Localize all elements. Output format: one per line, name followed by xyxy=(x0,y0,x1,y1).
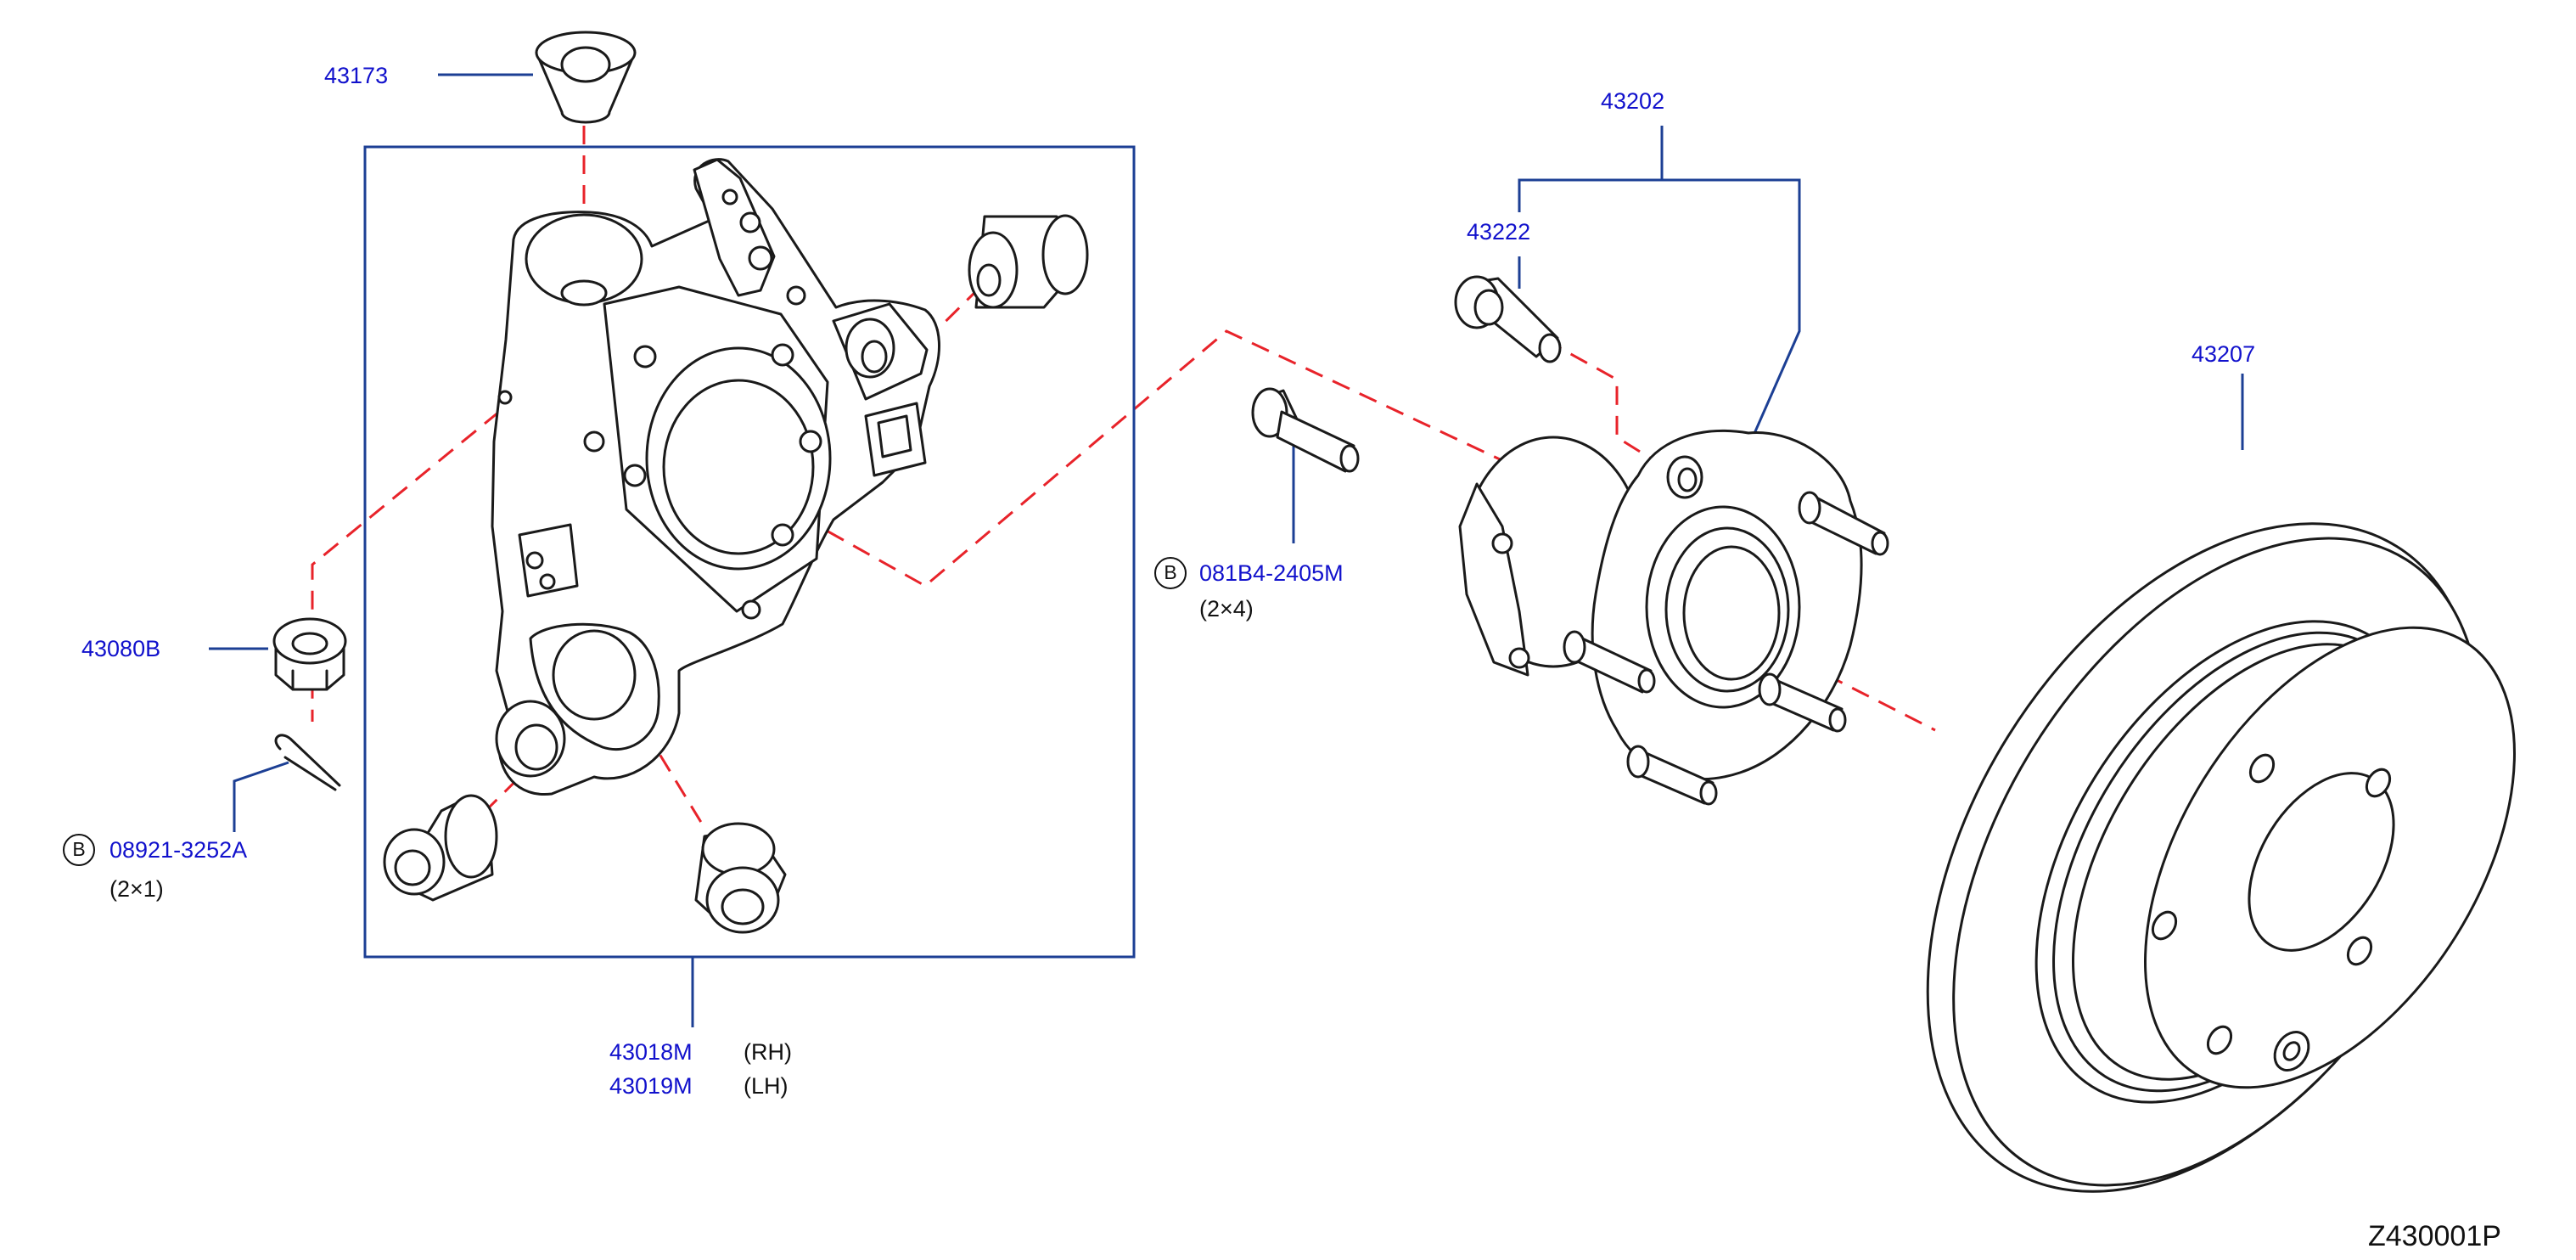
callout-43080b: 43080B xyxy=(81,636,161,661)
wheel-stud-43222 xyxy=(1454,275,1562,363)
callout-43173: 43173 xyxy=(324,63,389,88)
leader-lines xyxy=(209,73,2244,1027)
callout-43207: 43207 xyxy=(2192,341,2256,367)
callout-43222: 43222 xyxy=(1467,219,1531,245)
castle-nut-43080b xyxy=(272,617,347,691)
centerline-43080b xyxy=(311,410,500,722)
hub-bolt-quantity: (2×4) xyxy=(1199,596,1254,622)
knuckle-group-bracket xyxy=(363,145,1136,959)
diagram-code: Z430001P xyxy=(2368,1220,2501,1252)
centerline-43222 xyxy=(1544,338,1652,460)
callout-cotter-pin: 08921-3252A xyxy=(109,837,248,863)
side-rh: (RH) xyxy=(744,1039,792,1065)
hub-bearing-assembly-43202 xyxy=(1458,429,1889,806)
callout-43202: 43202 xyxy=(1601,88,1665,114)
hub-bolt-081b4 xyxy=(1251,387,1360,473)
upper-seal-43173 xyxy=(535,31,637,124)
brake-rotor-43207 xyxy=(1926,522,2516,1193)
callout-knuckle-lh: 43019M xyxy=(609,1073,693,1099)
centerline-lower-bushing-left xyxy=(475,735,562,821)
upper-arm-bushing xyxy=(968,214,1089,309)
lower-arm-bushing-left xyxy=(383,794,498,902)
callout-hub-bolt: 081B4-2405M xyxy=(1199,560,1344,586)
pin-marker-circle: B xyxy=(63,834,95,866)
leader-cotter-pin xyxy=(233,761,289,832)
leader-43202-bracket xyxy=(1518,178,1801,438)
cotter-pin-quantity: (2×1) xyxy=(109,876,164,902)
callout-knuckle-rh: 43018M xyxy=(609,1039,693,1065)
steering-knuckle xyxy=(491,158,940,796)
side-lh: (LH) xyxy=(744,1073,789,1099)
bolt-marker-circle: B xyxy=(1154,557,1187,589)
lower-arm-bushing-right xyxy=(694,822,787,934)
cotter-pin xyxy=(274,734,341,791)
